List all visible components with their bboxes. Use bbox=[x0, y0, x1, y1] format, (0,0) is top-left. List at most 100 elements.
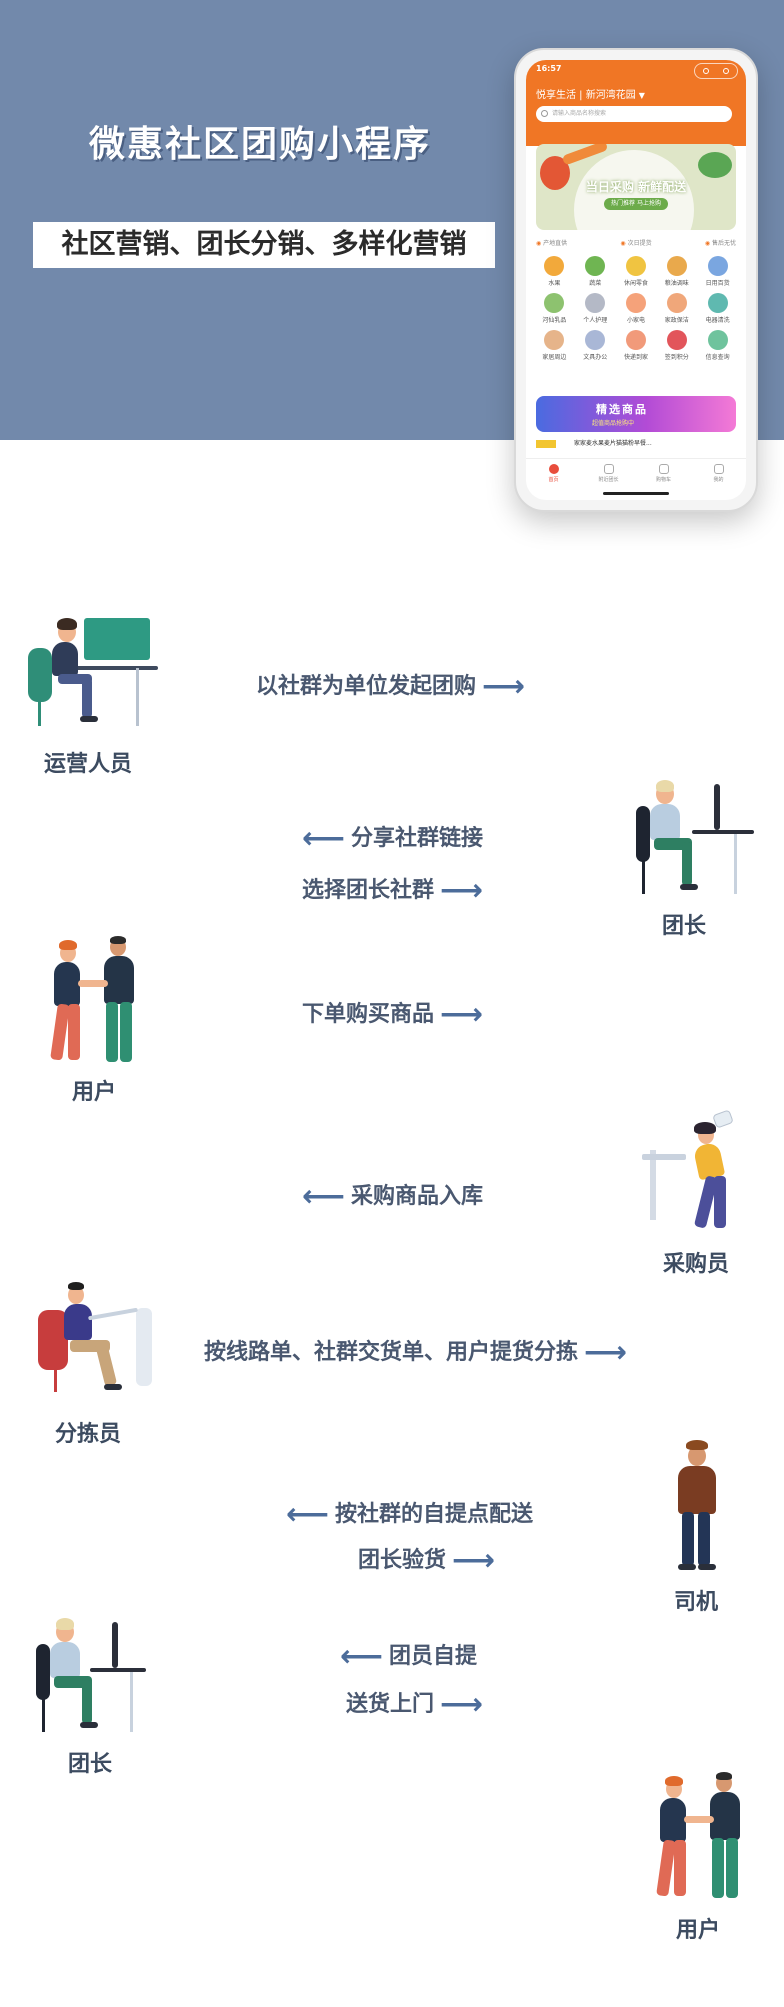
category-item[interactable]: 信息查询 bbox=[697, 330, 738, 361]
category-item[interactable]: 快递到家 bbox=[616, 330, 657, 361]
location-selector[interactable]: 悦享生活 | 新河湾花园▼ bbox=[536, 86, 645, 101]
more-icon[interactable] bbox=[703, 68, 709, 74]
category-label: 河仙乳品 bbox=[542, 317, 567, 324]
shelf bbox=[650, 1150, 656, 1220]
category-item[interactable]: 家居周边 bbox=[534, 330, 575, 361]
tab-home[interactable]: 首页 bbox=[526, 459, 581, 500]
category-item[interactable]: 签到积分 bbox=[656, 330, 697, 361]
operator-illustration bbox=[28, 612, 158, 730]
category-item[interactable]: 休闲零食 bbox=[616, 256, 657, 287]
feature-item: 次日提货 bbox=[620, 238, 652, 247]
promo-banner[interactable]: 精选商品 超值商品抢购中 bbox=[536, 396, 736, 432]
person-hair bbox=[694, 1122, 716, 1134]
desk bbox=[692, 830, 754, 834]
person-hair bbox=[656, 780, 674, 792]
person-hair bbox=[665, 1776, 683, 1786]
step-place-order: 下单购买商品⟶ bbox=[302, 996, 489, 1032]
person-torso bbox=[54, 962, 80, 1006]
tab-cart[interactable]: 购物车 bbox=[636, 459, 691, 500]
miniprogram-capsule[interactable] bbox=[694, 63, 738, 79]
person-shoe bbox=[698, 1564, 716, 1570]
category-item[interactable]: 电器清洗 bbox=[697, 293, 738, 324]
category-item[interactable]: 小家电 bbox=[616, 293, 657, 324]
category-item[interactable]: 河仙乳品 bbox=[534, 293, 575, 324]
category-label: 粮油调味 bbox=[664, 280, 689, 287]
shelf-top bbox=[642, 1154, 686, 1160]
person-torso bbox=[50, 1642, 80, 1678]
category-item[interactable]: 文具办公 bbox=[575, 330, 616, 361]
chair bbox=[28, 648, 52, 702]
step-launch-group-buy: 以社群为单位发起团购⟶ bbox=[256, 668, 531, 704]
chevron-down-icon: ▼ bbox=[638, 91, 645, 100]
arm bbox=[88, 1307, 138, 1321]
category-item[interactable]: 日用百货 bbox=[697, 256, 738, 287]
arrow-left-icon: ⟵ bbox=[286, 1497, 330, 1532]
person-leg bbox=[698, 1512, 710, 1566]
carousel-banner[interactable]: 当日采购 新鲜配送 热门推荐 马上抢购 bbox=[536, 144, 736, 230]
box-icon bbox=[712, 1109, 734, 1129]
category-item[interactable]: 水果 bbox=[534, 256, 575, 287]
monitor-icon bbox=[714, 784, 720, 830]
step-stock-in: ⟵采购商品入库 bbox=[296, 1178, 483, 1214]
location-icon bbox=[603, 464, 614, 474]
tab-label: 首页 bbox=[548, 477, 559, 483]
person-shoe bbox=[80, 1722, 98, 1728]
bottom-tabbar: 首页 附近团长 购物车 我的 bbox=[526, 458, 746, 500]
buyer-illustration bbox=[642, 1109, 752, 1234]
category-item[interactable]: 蔬菜 bbox=[575, 256, 616, 287]
step-text: 以社群为单位发起团购 bbox=[256, 674, 477, 699]
search-placeholder: 请输入商品名称搜索 bbox=[552, 110, 607, 117]
step-choose-leader: 选择团长社群⟶ bbox=[302, 872, 489, 908]
role-buyer: 采购员 bbox=[662, 1252, 729, 1277]
tab-nearby[interactable]: 附近团长 bbox=[581, 459, 636, 500]
step-self-pickup: ⟵团员自提 bbox=[334, 1638, 477, 1674]
feature-item: 售后无忧 bbox=[705, 238, 736, 247]
chair-leg bbox=[38, 700, 41, 726]
category-label: 休闲零食 bbox=[623, 280, 648, 287]
banner-headline: 当日采购 新鲜配送 bbox=[585, 180, 687, 194]
step-delivery: ⟵按社群的自提点配送 bbox=[280, 1496, 533, 1532]
search-icon bbox=[541, 110, 548, 117]
leader-illustration bbox=[636, 780, 756, 896]
news-ticker[interactable]: 家家麦水果麦片猫猫粉早餐... bbox=[536, 438, 736, 448]
chair-leg bbox=[42, 1698, 45, 1732]
category-label: 电器清洗 bbox=[705, 317, 730, 324]
category-item[interactable]: 个人护理 bbox=[575, 293, 616, 324]
desk-leg bbox=[734, 834, 737, 894]
person-leg bbox=[726, 1838, 738, 1898]
step-home-delivery: 送货上门⟶ bbox=[346, 1686, 489, 1722]
category-icon bbox=[666, 293, 687, 313]
tab-mine[interactable]: 我的 bbox=[691, 459, 746, 500]
desk bbox=[68, 666, 158, 670]
home-icon bbox=[548, 464, 559, 474]
person-leg bbox=[674, 1840, 686, 1896]
users-handshake-illustration bbox=[44, 936, 148, 1070]
desk-leg bbox=[136, 668, 139, 726]
category-label: 水果 bbox=[548, 280, 561, 287]
person-torso bbox=[710, 1792, 740, 1840]
category-label: 家居周边 bbox=[542, 354, 567, 361]
category-icon bbox=[625, 293, 646, 313]
category-icon bbox=[585, 293, 606, 313]
handshake bbox=[684, 1816, 714, 1823]
banner-button[interactable]: 热门推荐 马上抢购 bbox=[604, 198, 668, 210]
category-item[interactable]: 家政保洁 bbox=[656, 293, 697, 324]
category-icon bbox=[544, 330, 565, 350]
search-input[interactable]: 请输入商品名称搜索 bbox=[536, 106, 732, 122]
category-item[interactable]: 粮油调味 bbox=[656, 256, 697, 287]
person-leg bbox=[82, 1680, 92, 1724]
category-label: 日用百货 bbox=[705, 280, 730, 287]
role-sorter: 分拣员 bbox=[54, 1422, 121, 1447]
close-icon[interactable] bbox=[723, 68, 729, 74]
category-icon bbox=[625, 330, 646, 350]
category-icon bbox=[625, 256, 646, 276]
step-text: 采购商品入库 bbox=[351, 1184, 484, 1209]
step-text: 选择团长社群 bbox=[302, 878, 435, 903]
app-header: 16:57 悦享生活 | 新河湾花园▼ 请输入商品名称搜索 bbox=[526, 60, 746, 146]
category-icon bbox=[666, 330, 687, 350]
step-text: 按线路单、社群交货单、用户提货分拣 bbox=[204, 1340, 579, 1365]
person-leg bbox=[682, 1512, 694, 1566]
person-leg bbox=[714, 1176, 726, 1228]
page-title: 微惠社区团购小程序 bbox=[88, 124, 431, 165]
tab-label: 附近团长 bbox=[598, 477, 619, 483]
